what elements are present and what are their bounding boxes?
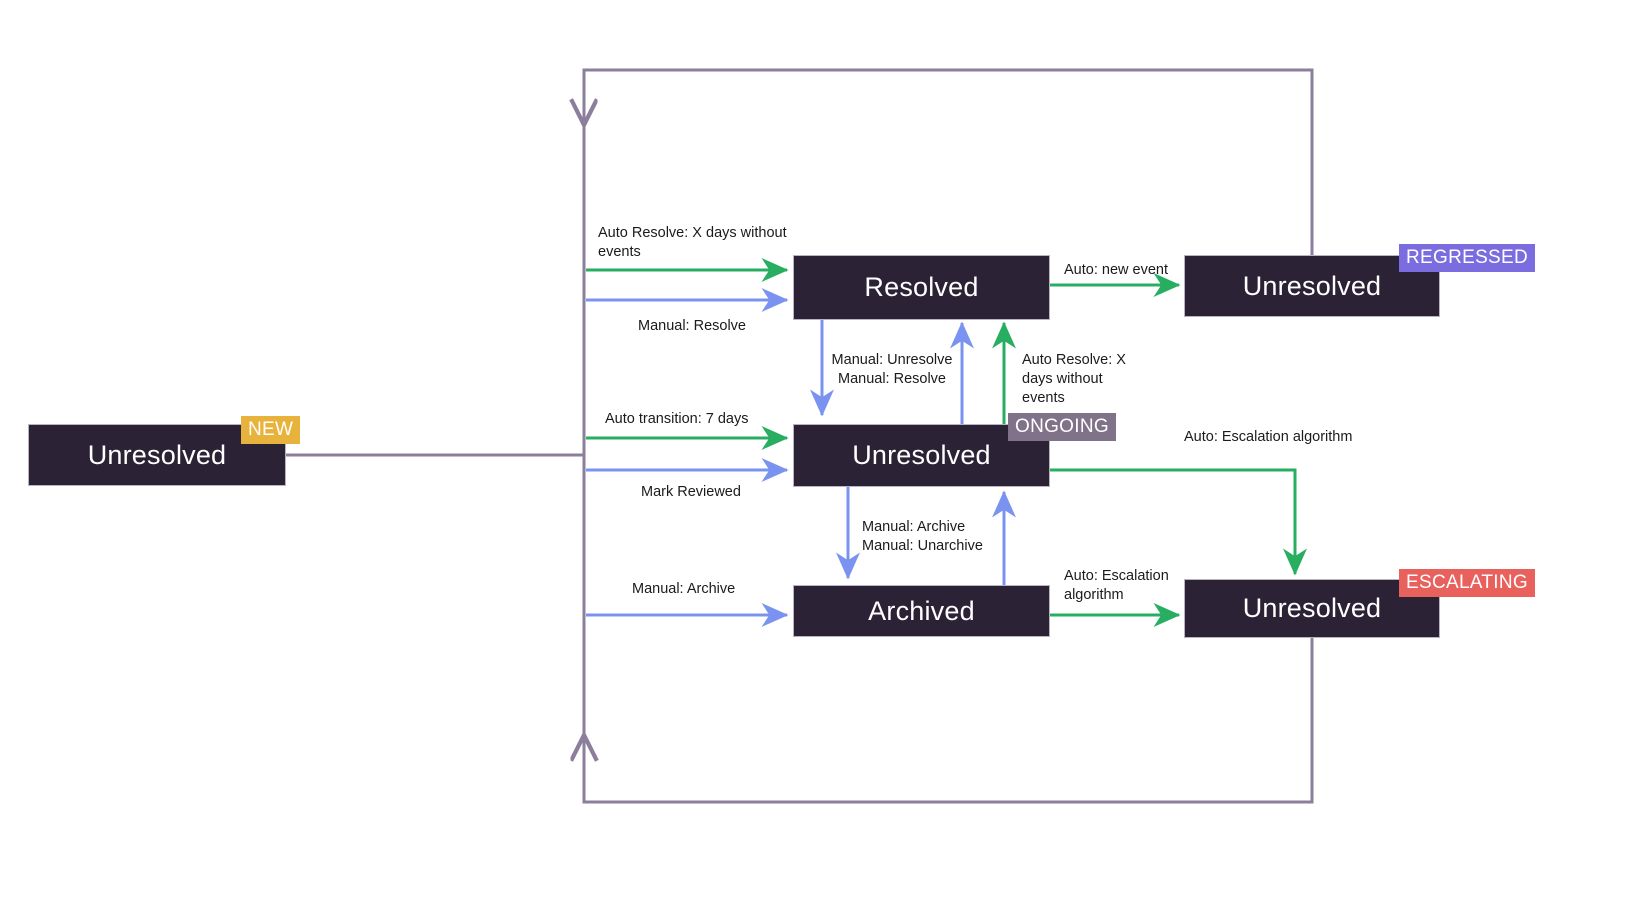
node-regressed-label: Unresolved bbox=[1242, 270, 1382, 301]
edge-label-manual-archive: Manual: Archive bbox=[632, 581, 736, 597]
node-resolved[interactable]: Resolved bbox=[793, 255, 1050, 320]
badge-regressed: REGRESSED bbox=[1399, 244, 1536, 272]
edge-label-auto-resolve-x-days: Auto Resolve: X days without events bbox=[598, 225, 787, 260]
badge-new: NEW bbox=[241, 416, 301, 444]
edge-regressed-loop-top bbox=[584, 68, 1314, 255]
edge-label-auto-resolve-x-days-vertical: Auto Resolve: X days without events bbox=[1022, 352, 1126, 406]
node-regressed[interactable]: Unresolved bbox=[1184, 255, 1440, 317]
node-new-label: Unresolved bbox=[87, 439, 227, 470]
edge-label-auto-escalation-algorithm-bottom: Auto: Escalation algorithm bbox=[1064, 568, 1169, 603]
edge-ongoing-to-escalating bbox=[1050, 468, 1307, 576]
edge-label-manual-unresolve-resolve: Manual: Unresolve Manual: Resolve bbox=[831, 352, 953, 387]
badge-escalating: ESCALATING bbox=[1399, 569, 1535, 597]
edge-label-auto-escalation-algorithm-top: Auto: Escalation algorithm bbox=[1184, 429, 1353, 445]
node-new[interactable]: Unresolved bbox=[28, 424, 286, 486]
node-escalating[interactable]: Unresolved bbox=[1184, 579, 1440, 638]
node-archived[interactable]: Archived bbox=[793, 585, 1050, 637]
node-ongoing[interactable]: Unresolved bbox=[793, 424, 1050, 487]
badge-ongoing: ONGOING bbox=[1008, 413, 1116, 441]
edge-label-manual-resolve: Manual: Resolve bbox=[638, 318, 746, 334]
node-resolved-label: Resolved bbox=[864, 272, 979, 302]
edge-label-mark-reviewed: Mark Reviewed bbox=[641, 484, 741, 500]
node-ongoing-label: Unresolved bbox=[852, 440, 991, 470]
edge-escalating-loop-bottom bbox=[584, 638, 1314, 804]
node-archived-label: Archived bbox=[868, 595, 975, 626]
edge-label-manual-archive-unarchive: Manual: Archive Manual: Unarchive bbox=[862, 519, 983, 554]
edge-label-auto-new-event: Auto: new event bbox=[1064, 262, 1168, 278]
edge-label-auto-transition-7-days: Auto transition: 7 days bbox=[605, 411, 749, 427]
node-escalating-label: Unresolved bbox=[1242, 593, 1382, 623]
